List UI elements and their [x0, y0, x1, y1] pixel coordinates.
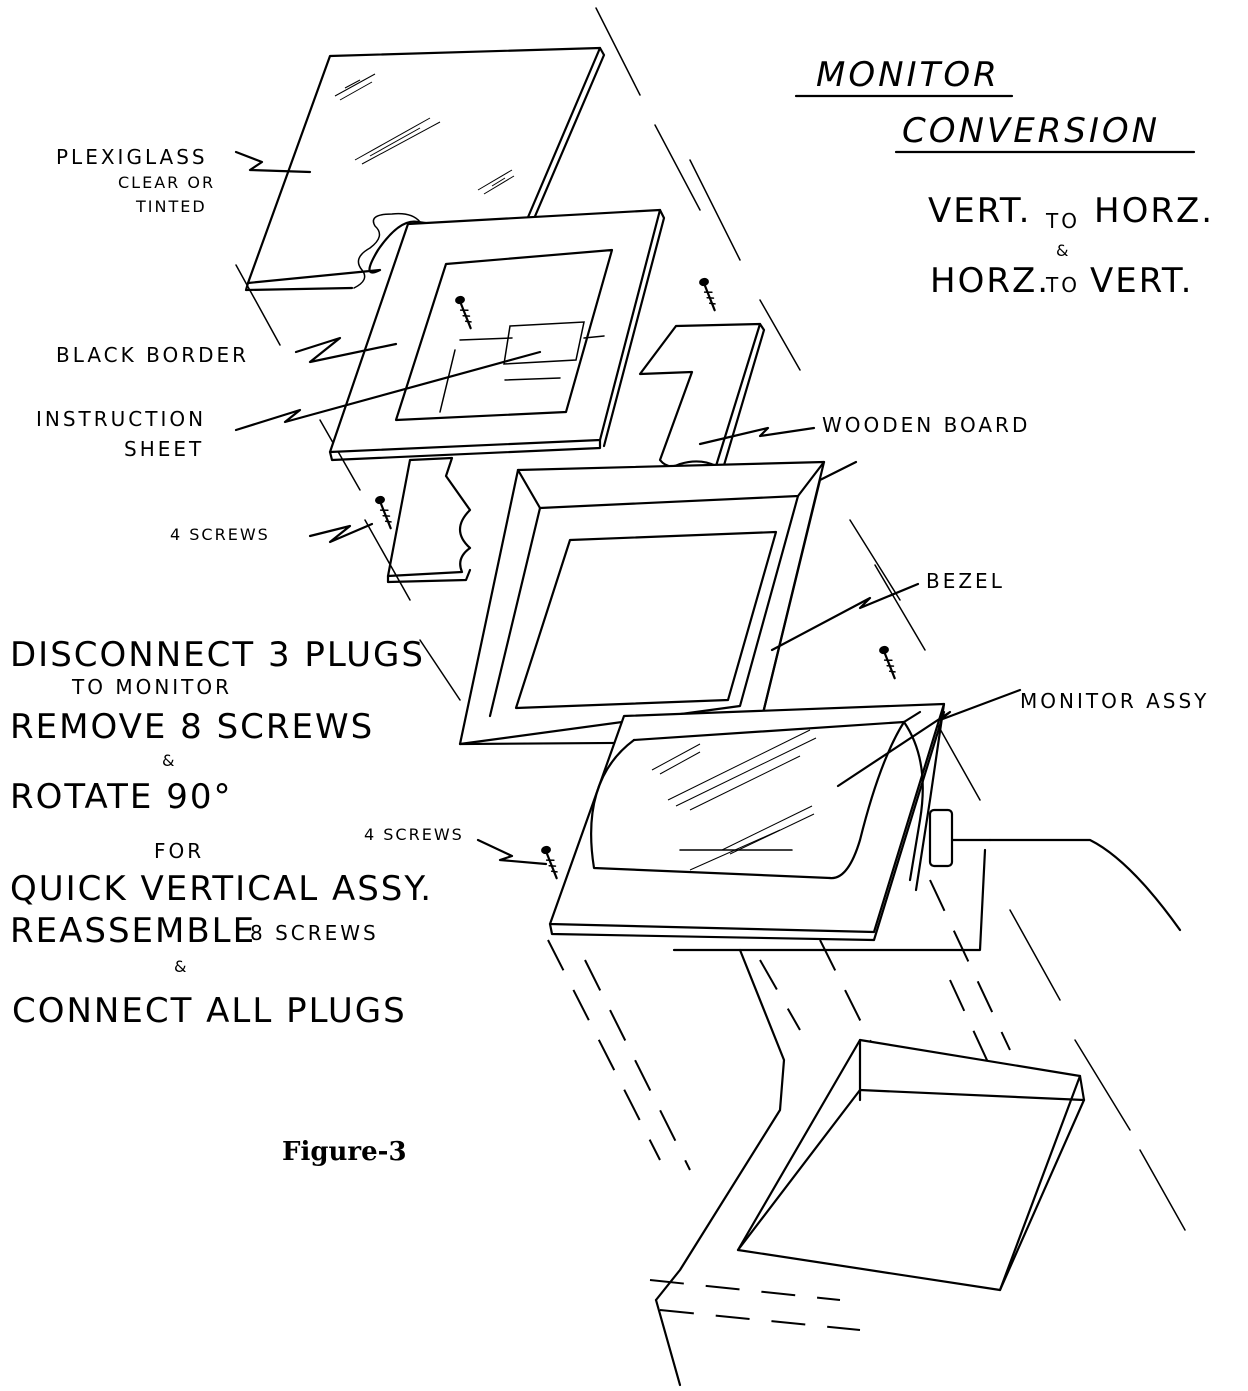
leader-plexiglass	[234, 150, 312, 174]
screw-icon	[375, 277, 896, 880]
instruction-sheet	[503, 321, 585, 365]
black-border-frame	[328, 208, 666, 462]
subtitle-amp: &	[1056, 241, 1070, 260]
note-connect: CONNECT ALL PLUGS	[12, 991, 407, 1031]
leader-bezel	[770, 582, 920, 652]
subtitle-vert-2: VERT.	[1090, 261, 1193, 301]
title-block: MONITOR CONVERSION	[794, 55, 1196, 154]
title-line-1: MONITOR	[816, 55, 1000, 95]
label-plexiglass: PLEXIGLASS	[56, 145, 208, 169]
label-instruction-2: SHEET	[124, 437, 204, 461]
subtitle-block: VERT. TO HORZ. & HORZ. TO VERT.	[928, 191, 1214, 301]
leader-lines	[234, 150, 1022, 866]
subtitle-horz-2: HORZ.	[930, 261, 1050, 301]
cabinet	[654, 838, 1182, 1387]
instruction-notes: DISCONNECT 3 PLUGS TO MONITOR REMOVE 8 S…	[10, 635, 433, 1031]
leader-black-border	[294, 336, 398, 364]
note-amp-1: &	[162, 751, 176, 770]
leader-screws-lower	[476, 838, 548, 866]
note-for: FOR	[154, 839, 204, 863]
leader-monitor-assy	[836, 688, 1022, 788]
note-remove-screws: REMOVE 8 SCREWS	[10, 707, 374, 747]
subtitle-horz: HORZ.	[1094, 191, 1214, 231]
figure-caption: Figure-3	[282, 1137, 407, 1167]
subtitle-to-1: TO	[1045, 209, 1080, 233]
label-plexiglass-sub1: CLEAR OR	[118, 173, 215, 192]
note-amp-2: &	[174, 957, 188, 976]
note-disconnect: DISCONNECT 3 PLUGS	[10, 635, 425, 675]
monitor-assembly	[548, 702, 992, 942]
leader-instruction-sheet	[234, 350, 542, 432]
label-instruction-1: INSTRUCTION	[36, 407, 206, 431]
note-reassemble-screws: 8 SCREWS	[250, 921, 379, 945]
bezel	[458, 460, 858, 746]
monitor-plug	[928, 808, 954, 868]
label-black-border: BLACK BORDER	[56, 343, 249, 367]
leader-screws-upper	[308, 522, 374, 544]
label-plexiglass-sub2: TINTED	[135, 197, 207, 216]
note-to-monitor: TO MONITOR	[71, 675, 232, 699]
label-wooden-board: WOODEN BOARD	[822, 413, 1030, 437]
label-screws-lower: 4 SCREWS	[364, 825, 464, 844]
title-line-2: CONVERSION	[902, 111, 1160, 151]
label-monitor-assy: MONITOR ASSY	[1020, 689, 1209, 713]
subtitle-vert: VERT.	[928, 191, 1031, 231]
note-rotate: ROTATE 90°	[10, 777, 232, 817]
note-reassemble: REASSEMBLE	[10, 911, 256, 951]
part-labels: PLEXIGLASS CLEAR OR TINTED BLACK BORDER …	[36, 145, 1209, 844]
label-bezel: BEZEL	[926, 569, 1005, 593]
label-screws-upper: 4 SCREWS	[170, 525, 270, 544]
subtitle-to-2: TO	[1045, 273, 1080, 297]
note-quick-vertical: QUICK VERTICAL ASSY.	[10, 869, 433, 909]
leader-wooden-board	[698, 426, 816, 446]
